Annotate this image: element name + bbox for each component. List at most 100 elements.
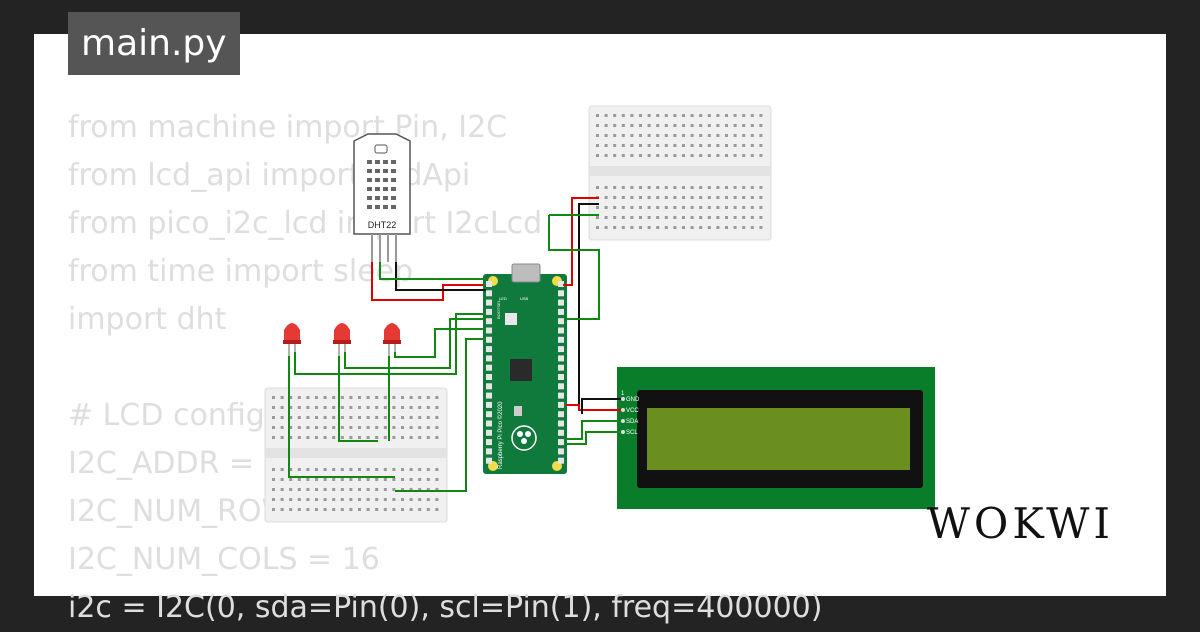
breadboard-hole <box>401 416 404 419</box>
breadboard-hole <box>426 416 430 419</box>
breadboard-hole <box>621 114 625 117</box>
breadboard-top[interactable] <box>588 105 772 241</box>
dht22-sensor[interactable]: DHT22 <box>353 133 411 262</box>
breadboard-hole <box>733 186 737 189</box>
breadboard-hole <box>375 478 379 481</box>
breadboard-hole <box>401 478 404 481</box>
breadboard-hole <box>742 124 746 127</box>
breadboard-hole <box>759 206 763 209</box>
breadboard-hole <box>409 416 413 419</box>
breadboard-hole <box>383 478 387 481</box>
breadboard-hole <box>596 206 599 209</box>
wire-green <box>548 215 600 320</box>
led-3[interactable] <box>383 323 401 356</box>
breadboard-hole <box>699 186 703 189</box>
breadboard-hole <box>297 426 301 429</box>
breadboard-hole <box>349 468 353 471</box>
pico-board[interactable]: LED BOOTSEL USB Raspberry Pi Pico ©2020 <box>483 263 567 474</box>
grill-slot <box>375 169 380 173</box>
breadboard-hole <box>366 436 370 439</box>
breadboard-hole <box>596 216 599 219</box>
breadboard-left[interactable] <box>264 387 448 523</box>
breadboard-hole <box>306 468 310 471</box>
breadboard-hole <box>340 468 344 471</box>
breadboard-hole <box>375 498 379 501</box>
breadboard-hole <box>750 206 754 209</box>
pico-pin <box>486 392 492 399</box>
pico-pin <box>486 457 492 464</box>
breadboard-hole <box>349 488 353 491</box>
breadboard-hole <box>383 468 387 471</box>
breadboard-hole <box>323 508 327 511</box>
file-tab[interactable]: main.py <box>68 12 240 75</box>
breadboard-hole <box>682 206 685 209</box>
breadboard-hole <box>358 436 361 439</box>
breadboard-hole <box>664 114 668 117</box>
grill-slot <box>367 187 372 191</box>
breadboard-hole <box>664 124 668 127</box>
breadboard-hole <box>418 406 422 409</box>
wire-red <box>371 262 483 301</box>
breadboard-hole <box>699 154 703 157</box>
breadboard-hole <box>656 196 660 199</box>
breadboard-hole <box>383 396 387 399</box>
led-2[interactable] <box>333 323 351 356</box>
breadboard-hole <box>699 226 703 229</box>
breadboard-hole <box>332 396 336 399</box>
breadboard-hole <box>349 416 353 419</box>
breadboard-hole <box>707 216 711 219</box>
pico-pin-headers <box>486 281 564 464</box>
breadboard-hole <box>435 478 439 481</box>
breadboard-hole <box>315 436 318 439</box>
pico-pin <box>486 327 492 334</box>
breadboard-hole <box>272 436 275 439</box>
breadboard-hole <box>280 406 284 409</box>
breadboard-hole <box>673 144 677 147</box>
breadboard-hole <box>604 134 608 137</box>
breadboard-hole <box>297 488 301 491</box>
lcd-pin-label: SCL <box>626 430 638 436</box>
breadboard-hole <box>323 488 327 491</box>
breadboard-hole <box>418 436 422 439</box>
breadboard-hole <box>750 216 754 219</box>
breadboard-hole <box>725 134 728 137</box>
breadboard-hole <box>725 196 728 199</box>
breadboard-hole <box>289 436 293 439</box>
breadboard-hole <box>742 144 746 147</box>
breadboard-hole <box>392 498 396 501</box>
breadboard-hole <box>289 426 293 429</box>
breadboard-hole <box>613 154 617 157</box>
breadboard-hole <box>418 478 422 481</box>
breadboard-hole <box>289 508 293 511</box>
breadboard-hole <box>392 468 396 471</box>
wire-red <box>566 404 621 411</box>
grill-slot <box>367 178 372 182</box>
pico-pin <box>558 281 564 287</box>
breadboard-hole <box>426 436 430 439</box>
breadboard-hole <box>647 114 651 117</box>
breadboard-hole <box>759 186 763 189</box>
breadboard-hole <box>392 416 396 419</box>
breadboard-hole <box>621 134 625 137</box>
breadboard-hole <box>639 134 642 137</box>
breadboard-hole <box>375 468 379 471</box>
breadboard-hole <box>392 426 396 429</box>
pico-pin <box>486 355 492 362</box>
led-1[interactable] <box>283 323 301 356</box>
breadboard-hole <box>332 478 336 481</box>
breadboard-hole <box>383 508 387 511</box>
breadboard-hole <box>280 478 284 481</box>
lcd-display[interactable]: 1 GND VCC SDA SCL <box>617 367 935 509</box>
breadboard-hole <box>280 396 284 399</box>
breadboard-hole <box>664 154 668 157</box>
breadboard-hole <box>647 186 651 189</box>
grill-slot <box>367 160 372 164</box>
breadboard-hole <box>306 426 310 429</box>
breadboard-hole <box>716 154 720 157</box>
breadboard-hole <box>315 468 318 471</box>
pico-pin <box>486 346 492 353</box>
breadboard-hole <box>323 426 327 429</box>
breadboard-hole <box>630 226 634 229</box>
breadboard-hole <box>682 186 685 189</box>
breadboard-hole <box>297 498 301 501</box>
